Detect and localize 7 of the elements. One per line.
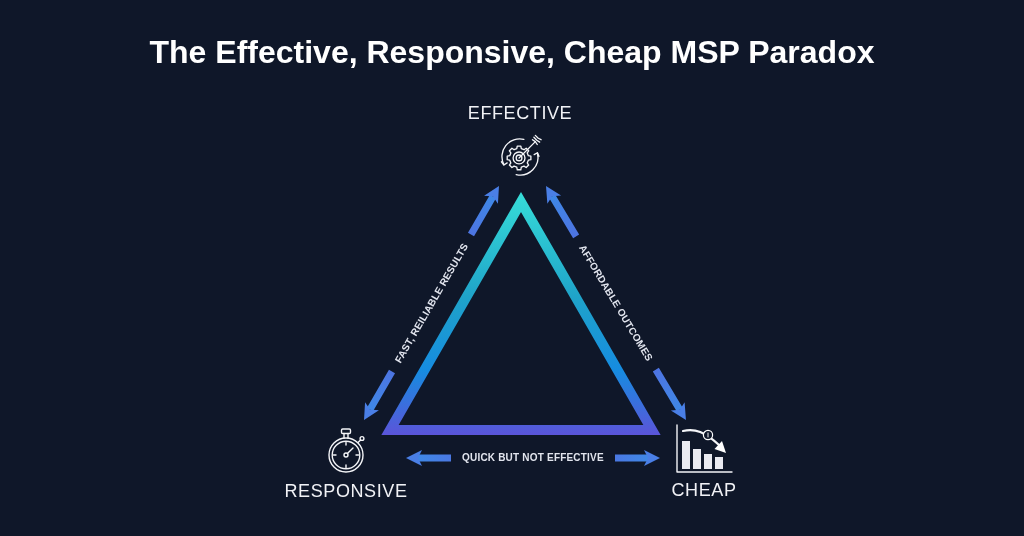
vertex-label: EFFECTIVE [467,102,573,124]
diagram-title: The Effective, Responsive, Cheap MSP Paradox [149,34,875,70]
double-arrow [543,184,689,422]
double-arrow [406,449,660,466]
vertex-label: CHEAP [671,479,737,501]
edge-label: QUICK BUT NOT EFFECTIVE [462,451,604,465]
vertex-label: RESPONSIVE [284,480,408,502]
